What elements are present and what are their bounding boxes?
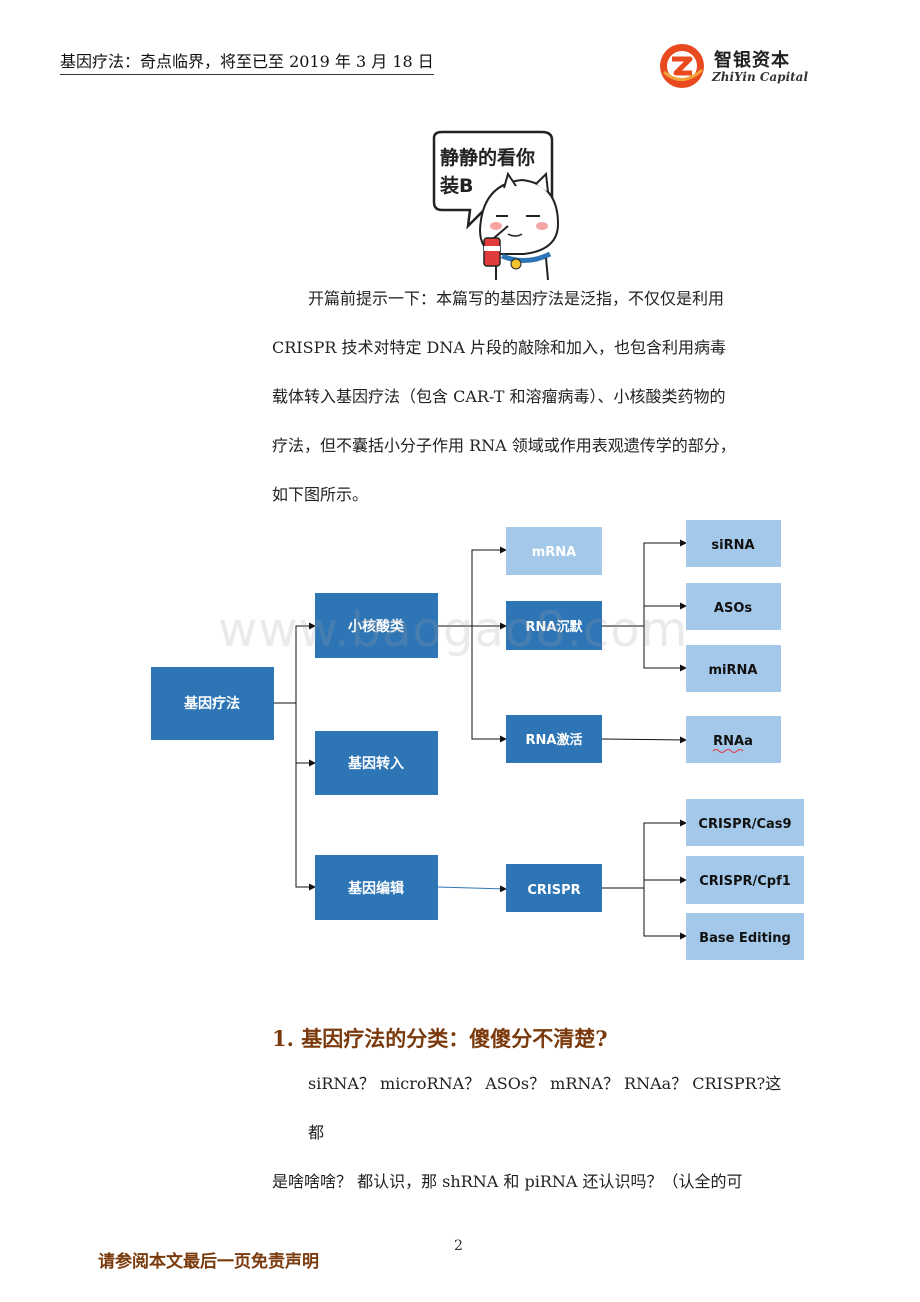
- logo-text-en: ZhiYin Capital: [712, 70, 809, 84]
- node-crispr-cas9: CRISPR/Cas9: [686, 799, 804, 846]
- node-crispr-label: CRISPR: [527, 883, 580, 898]
- intro-line: CRISPR 技术对特定 DNA 片段的敲除和加入，也包含利用病毒: [272, 338, 727, 357]
- node-small-nucleic-acid-label: 小核酸类: [348, 618, 405, 635]
- node-mrna: mRNA: [506, 527, 602, 575]
- node-small-nucleic-acid: 小核酸类: [315, 593, 438, 658]
- node-asos: ASOs: [686, 583, 781, 630]
- node-mirna: miRNA: [686, 645, 781, 692]
- logo-mark-icon: [660, 44, 704, 88]
- section-paragraph: siRNA？ microRNA？ ASOs？ mRNA？ RNAa？ CRISP…: [272, 1059, 782, 1206]
- gene-therapy-tree-diagram: 基因疗法 小核酸类 基因转入 基因编辑 mRNA RNA沉默 RNA激活 CRI…: [151, 520, 804, 960]
- node-root-label: 基因疗法: [184, 695, 240, 712]
- section-heading: 1. 基因疗法的分类：傻傻分不清楚?: [272, 1026, 608, 1051]
- node-asos-label: ASOs: [714, 601, 752, 616]
- node-mrna-label: mRNA: [532, 545, 577, 560]
- logo-text-cn: 智银资本: [714, 50, 790, 71]
- cat-mascot-image: 静静的看你 装B: [432, 130, 560, 280]
- bubble-line1: 静静的看你: [440, 146, 535, 169]
- node-rnaa: RNAa: [686, 716, 781, 763]
- intro-line: 开篇前提示一下：本篇写的基因疗法是泛指，不仅仅是利用: [308, 289, 725, 308]
- node-gene-transfer: 基因转入: [315, 731, 438, 795]
- node-sirna: siRNA: [686, 520, 781, 567]
- node-crispr-cas9-label: CRISPR/Cas9: [698, 817, 791, 832]
- header-title: 基因疗法：奇点临界，将至已至 2019 年 3 月 18 日: [60, 48, 434, 75]
- page-number: 2: [454, 1238, 463, 1254]
- node-base-editing-label: Base Editing: [699, 931, 791, 946]
- watermark: www.baogao8.com: [218, 602, 689, 658]
- node-mirna-label: miRNA: [709, 663, 758, 678]
- node-crispr: CRISPR: [506, 864, 602, 912]
- node-base-editing: Base Editing: [686, 913, 804, 960]
- intro-line: 疗法，但不囊括小分子作用 RNA 领域或作用表观遗传学的部分，: [272, 436, 736, 455]
- node-rna-silencing: RNA沉默: [506, 601, 602, 650]
- section-line: 是啥啥啥？ 都认识，那 shRNA 和 piRNA 还认识吗？（认全的可: [272, 1172, 743, 1191]
- node-rnaa-label: RNAa: [713, 734, 753, 749]
- node-root: 基因疗法: [151, 667, 274, 740]
- node-crispr-cpf1-label: CRISPR/Cpf1: [699, 874, 791, 889]
- intro-line: 载体转入基因疗法（包含 CAR-T 和溶瘤病毒）、小核酸类药物的: [272, 387, 726, 406]
- node-gene-transfer-label: 基因转入: [348, 755, 404, 772]
- node-crispr-cpf1: CRISPR/Cpf1: [686, 856, 804, 904]
- node-gene-editing: 基因编辑: [315, 855, 438, 920]
- section-line: siRNA？ microRNA？ ASOs？ mRNA？ RNAa？ CRISP…: [308, 1074, 782, 1142]
- node-gene-editing-label: 基因编辑: [348, 880, 404, 897]
- bubble-line2: 装B: [439, 174, 473, 197]
- node-rna-silencing-label: RNA沉默: [526, 619, 584, 635]
- logo: 智银资本 ZhiYin Capital: [658, 42, 818, 90]
- intro-paragraph: 开篇前提示一下：本篇写的基因疗法是泛指，不仅仅是利用 CRISPR 技术对特定 …: [272, 274, 782, 519]
- intro-line: 如下图所示。: [272, 485, 369, 504]
- node-sirna-label: siRNA: [711, 538, 754, 553]
- node-rna-activation-label: RNA激活: [526, 732, 583, 748]
- disclaimer-link: 请参阅本文最后一页免责声明: [98, 1252, 319, 1272]
- node-rna-activation: RNA激活: [506, 715, 602, 763]
